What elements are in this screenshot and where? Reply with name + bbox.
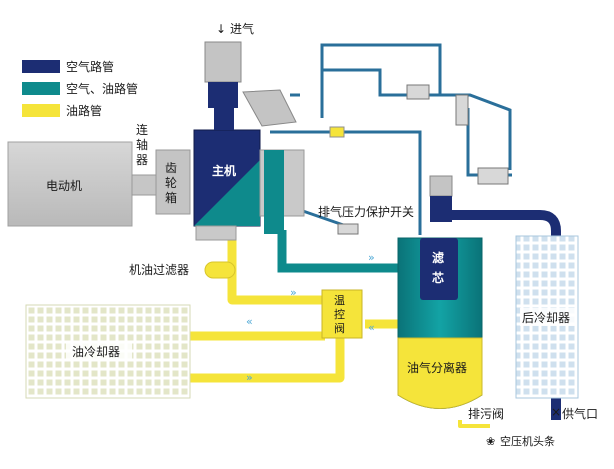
motor-label: 电动机 bbox=[46, 179, 82, 193]
filter-element bbox=[420, 238, 458, 300]
air-intake-filter bbox=[204, 41, 242, 83]
air-outlet-label: 供气口 bbox=[562, 406, 598, 421]
oil-cooler bbox=[25, 304, 191, 399]
coupling-label-1: 连 bbox=[136, 122, 148, 137]
aftercooler-label: 后冷却器 bbox=[522, 311, 570, 325]
svg-text:»: » bbox=[246, 371, 253, 384]
oil-cooler-label-bg bbox=[66, 342, 132, 360]
discharge-pipe bbox=[277, 230, 400, 273]
flow-arrows: « » « » » bbox=[246, 251, 375, 384]
outlet-valve-icon: × bbox=[551, 405, 561, 419]
svg-text:»: » bbox=[290, 286, 297, 299]
oil-cooler-label: 油冷却器 bbox=[72, 345, 120, 359]
gearbox-label-1: 齿 bbox=[165, 161, 177, 175]
intake-label: ↓ bbox=[216, 22, 226, 36]
intake-text: 进气 bbox=[230, 21, 254, 36]
check-valve bbox=[329, 126, 345, 138]
oil-filter-label: 机油过滤器 bbox=[129, 263, 189, 277]
intake-actuator bbox=[242, 89, 297, 127]
solenoid-valve-1 bbox=[406, 84, 430, 100]
legend-label-air-oil: 空气、油路管 bbox=[66, 81, 138, 96]
aftercooler-label-bg bbox=[520, 308, 576, 326]
watermark-icon: ❀ bbox=[486, 435, 495, 448]
drain-valve-label: 排污阀 bbox=[468, 407, 504, 421]
air-outlet-pipe bbox=[450, 210, 561, 420]
gearbox-label-3: 箱 bbox=[165, 190, 177, 205]
svg-text:«: « bbox=[246, 315, 253, 328]
thermo-valve-label-2: 控 bbox=[334, 307, 345, 321]
separator-oil-level bbox=[397, 337, 483, 409]
min-pressure-valve bbox=[477, 167, 509, 185]
coupling bbox=[131, 174, 157, 196]
watermark: 空压机头条 bbox=[500, 434, 555, 448]
oil-filter bbox=[204, 261, 236, 279]
coupling-label-2: 轴 bbox=[136, 137, 148, 152]
legend-swatch-air bbox=[22, 60, 60, 73]
electric-motor bbox=[7, 141, 133, 227]
legend: 空气路管 空气、油路管 油路管 bbox=[22, 59, 138, 118]
gearbox bbox=[155, 149, 191, 215]
pressure-switch-label: 排气压力保护开关 bbox=[318, 204, 414, 219]
separator-label: 油气分离器 bbox=[407, 360, 467, 375]
separator-neck bbox=[430, 196, 452, 222]
solenoid-valve-2 bbox=[455, 94, 469, 126]
filter-element-label-2: 芯 bbox=[432, 270, 444, 285]
thermo-valve-label-1: 温 bbox=[334, 294, 345, 307]
legend-swatch-air-oil bbox=[22, 82, 60, 95]
svg-text:»: » bbox=[368, 251, 375, 264]
gearbox-label-2: 轮 bbox=[165, 176, 177, 190]
intake-throat bbox=[214, 108, 234, 130]
main-unit-label: 主机 bbox=[212, 163, 236, 178]
svg-text:«: « bbox=[368, 321, 375, 334]
legend-label-oil: 油路管 bbox=[66, 103, 102, 118]
filter-element-label-1: 滤 bbox=[432, 250, 444, 265]
intake-valve bbox=[208, 82, 238, 108]
main-unit-base bbox=[195, 225, 237, 241]
coupling-label-3: 器 bbox=[136, 153, 148, 167]
discharge-block bbox=[264, 150, 284, 234]
thermo-valve-label-3: 阀 bbox=[334, 321, 345, 335]
separator-top-valve bbox=[429, 175, 453, 197]
pressure-switch-valve bbox=[337, 223, 359, 235]
control-air-lines bbox=[270, 43, 512, 235]
thermostatic-valve bbox=[321, 289, 363, 339]
main-unit-oil-section bbox=[194, 160, 260, 226]
legend-swatch-oil bbox=[22, 104, 60, 117]
legend-label-air: 空气路管 bbox=[66, 59, 114, 74]
